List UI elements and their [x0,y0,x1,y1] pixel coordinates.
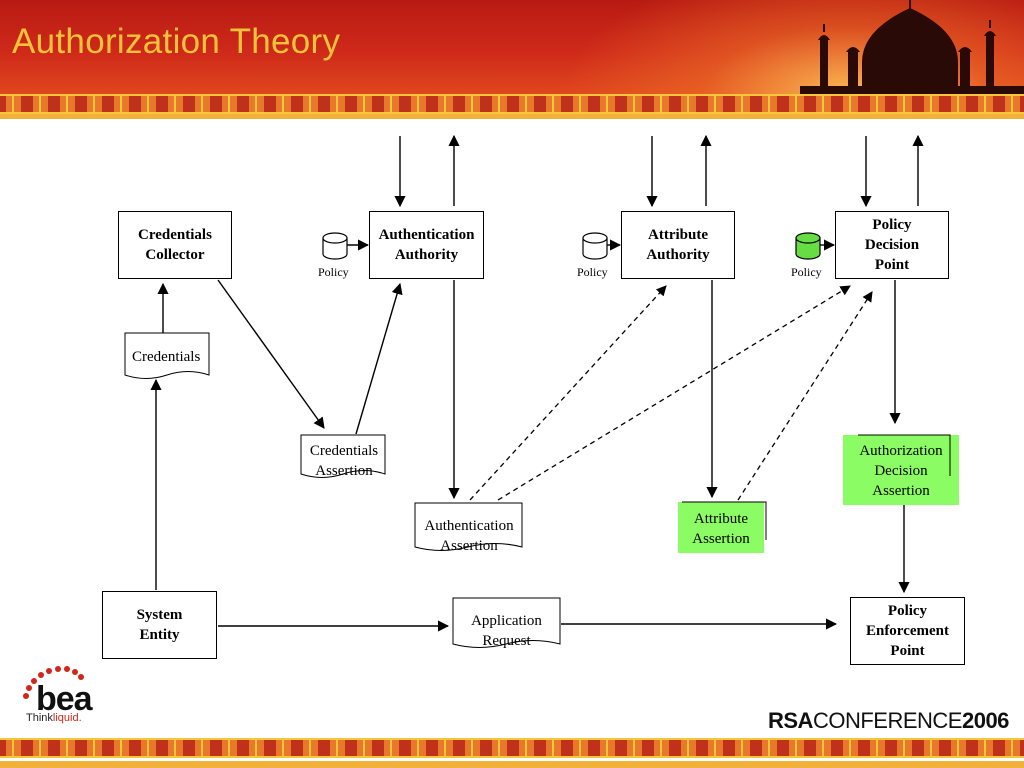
decorative-rule-top [0,114,1024,119]
policy-db-icon [322,232,348,260]
arrow-cred-assertion-to-auth [355,282,403,435]
bea-tagline: Thinkliquid. [26,712,82,724]
slide-header: Authorization Theory [0,0,1024,96]
taj-mahal-skyline-icon [800,0,1024,96]
credentials-document-shape [124,332,210,379]
arrow-collector-to-cred-assertion [217,279,325,429]
bea-dots-icon [23,666,84,699]
policy-db-icon [582,232,608,260]
authentication-assertion-document-shape [414,502,523,551]
rsa-conference-logo: RSACONFERENCE2006 [768,708,1009,733]
bea-wordmark: bea [36,680,93,718]
policy-db-icon [795,232,821,260]
authorization-decision-assertion-highlight [843,435,959,505]
credentials-document: Credentials [132,349,201,365]
dashed-auth-assertion-to-attr [469,285,667,501]
decorative-border-bottom [0,738,1024,758]
credentials-assertion-document-shape [300,434,386,478]
bea-logo: bea Thinkliquid. [16,662,106,728]
decorative-rule-bottom [0,761,1024,768]
slide-title: Authorization Theory [12,22,341,61]
decorative-border-top [0,94,1024,114]
policy-label-authentication: Policy [318,265,349,279]
policy-label-attribute: Policy [577,265,608,279]
policy-label-decision: Policy [791,265,822,279]
attribute-assertion-highlight [678,502,764,553]
dashed-auth-assertion-to-pdp [497,285,851,501]
application-request-document-shape [452,597,561,648]
